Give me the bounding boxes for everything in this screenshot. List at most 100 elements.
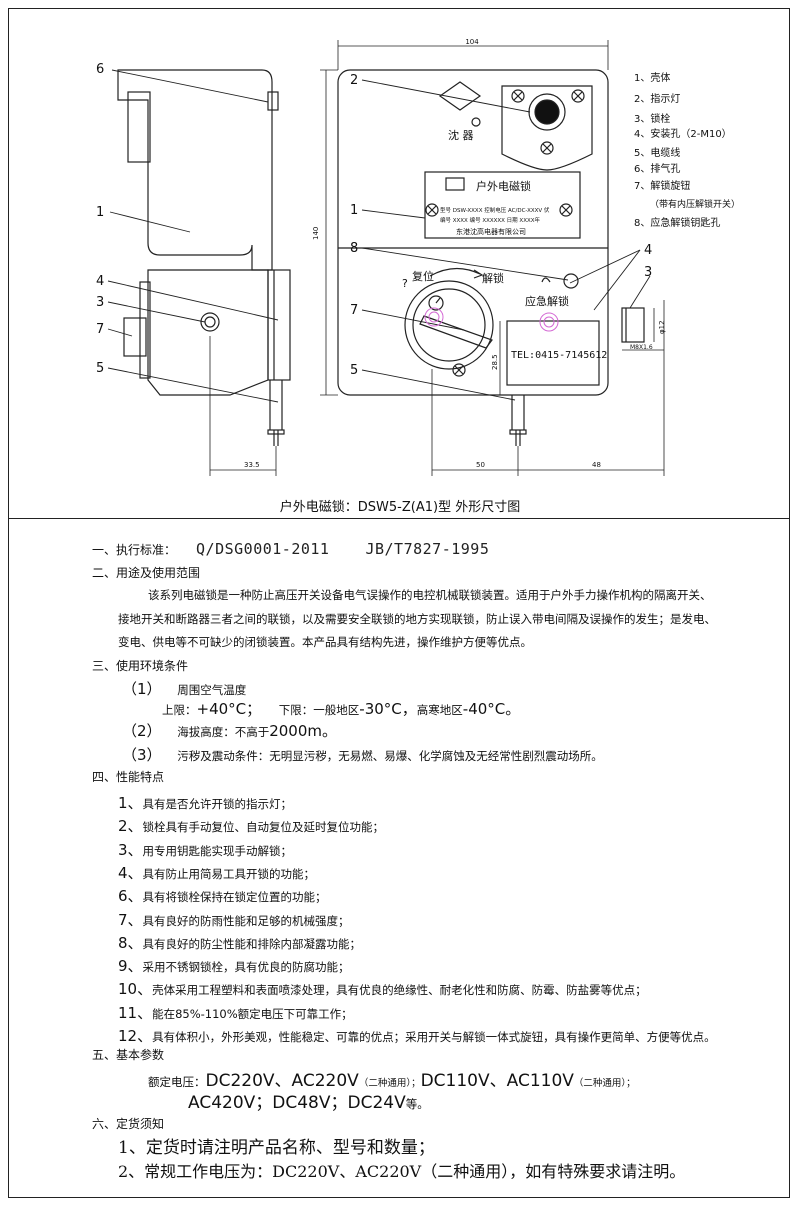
callout-5-side: 5 <box>96 361 104 376</box>
feature-text: 壳体采用工程塑料和表面喷漆处理，具有优良的绝缘性、耐老化性和防腐、防霉、防盐雾等… <box>152 983 647 998</box>
side-bolt-outer <box>200 312 220 332</box>
voltage-line-2: AC420V；DC48V；DC24V等。 <box>188 1088 429 1113</box>
emergency-label: 应急解锁 <box>525 294 569 308</box>
legend-item: 6、排气孔 <box>634 162 680 175</box>
side-rear-plate <box>127 91 151 163</box>
legend-item: （带有内压解锁开关） <box>650 198 740 210</box>
cold-region-label: 高寒地区 <box>416 703 463 717</box>
feature-item: 3、用专用钥匙能实现手动解锁； <box>118 839 292 860</box>
dimension-drawing: 104 140 33.5 50 48 28.5 φ12 M8X1.6 6 2 1… <box>96 38 740 476</box>
feature-number: 2、 <box>118 817 143 836</box>
callout-8: 8 <box>350 241 358 256</box>
section-6-label: 六、定货须知 <box>92 1117 165 1131</box>
feature-item: 4、具有防止用简易工具开锁的功能； <box>118 862 315 883</box>
dim-thread: M8X1.6 <box>630 344 653 351</box>
lower-limit-value: -30°C， <box>359 700 417 718</box>
voltage-set-2-note: （二种通用）； <box>573 1078 636 1089</box>
feature-text: 具有体积小，外形美观，性能稳定、可靠的优点；采用开关与解锁一体式旋钮，具有操作更… <box>152 1030 716 1044</box>
callout-7-front: 7 <box>350 303 358 318</box>
dial-arrow <box>429 267 481 277</box>
feature-item: 7、具有良好的防雨性能和足够的机械强度； <box>118 909 350 930</box>
voltage-set-1-note: （二种通用）； <box>358 1078 421 1089</box>
side-bolt-inner <box>204 316 216 328</box>
lamp-boss <box>501 85 593 171</box>
logo-registered <box>471 117 481 127</box>
side-lower-block <box>147 269 269 396</box>
callout-5-front: 5 <box>350 363 358 378</box>
front-body-outline <box>337 69 609 396</box>
feature-item: 10、壳体采用工程塑料和表面喷漆处理，具有优良的绝缘性、耐老化性和防腐、防霉、防… <box>118 978 647 999</box>
env-item-1-text: 周围空气温度 <box>177 683 247 697</box>
altitude-label: 海拔高度：不高于 <box>177 725 270 739</box>
emergency-keyhole <box>563 273 579 289</box>
legend-item: 7、解锁旋钮 <box>634 179 690 192</box>
nameplate-title: 户外电磁锁 <box>476 179 531 193</box>
feature-text: 具有良好的防尘性能和排除内部凝露功能； <box>142 936 362 951</box>
feature-item: 12、具有体积小，外形美观，性能稳定、可靠的优点；采用开关与解锁一体式旋钮，具有… <box>118 1025 716 1046</box>
feature-number: 7、 <box>118 910 143 929</box>
section-4-label: 四、性能特点 <box>92 770 165 784</box>
cold-region-value: -40°C。 <box>462 700 521 718</box>
env-temp-line: 上限：+40°C； 下限：一般地区-30°C，高寒地区-40°C。 <box>162 698 520 719</box>
dial-question: ? <box>402 277 408 290</box>
page-frame <box>8 8 790 1198</box>
dim-phi12: φ12 <box>658 320 666 334</box>
env-item-2: （2） 海拔高度：不高于2000m。 <box>122 720 337 741</box>
nameplate-company: 东港沈高电器有限公司 <box>456 227 526 236</box>
feature-item: 6、具有将锁栓保持在锁定位置的功能； <box>118 885 327 906</box>
legend-item: 1、壳体 <box>634 71 670 84</box>
feature-text: 用专用钥匙能实现手动解锁； <box>142 843 293 858</box>
section-5-label: 五、基本参数 <box>92 1048 165 1062</box>
lower-limit-label: 下限：一般地区 <box>278 703 360 717</box>
legend-item: 2、指示灯 <box>634 92 680 105</box>
feature-item: 1、具有是否允许开锁的指示灯； <box>118 792 292 813</box>
dim-top-width: 104 <box>465 38 479 46</box>
callout-1-front: 1 <box>350 203 358 218</box>
side-knob <box>123 317 147 357</box>
standard-2: JB/T7827-1995 <box>365 540 490 558</box>
dial-unlock-label: 解锁 <box>482 271 504 285</box>
dim-bottom-a: 50 <box>476 461 485 469</box>
bolt-detail <box>621 307 645 343</box>
nameplate-frame <box>424 171 581 239</box>
feature-number: 3、 <box>118 840 143 859</box>
feature-item: 9、采用不锈钢锁栓，具有优良的防腐功能； <box>118 955 350 976</box>
callout-2: 2 <box>350 73 358 88</box>
upper-limit-value: +40°C； <box>196 700 262 718</box>
nameplate-row2: 编号 XXXX 编号 XXXXXX 日期 XXXX年 <box>440 216 540 224</box>
dial-reset-label: 复位 <box>412 269 434 283</box>
tel-box <box>506 320 600 386</box>
callout-3-side: 3 <box>96 295 104 310</box>
dim-bottom-b: 48 <box>592 461 601 469</box>
feature-text: 具有将锁栓保持在锁定位置的功能； <box>142 890 327 905</box>
env-item-3-text: 污秽及震动条件：无明显污秽，无易燃、易爆、化学腐蚀及无经常性剧烈震动场所。 <box>177 749 603 763</box>
side-knob-base <box>139 281 151 379</box>
usage-line-1: 该系列电磁锁是一种防止高压开关设备电气误操作的电控机械联锁装置。适用于户外手力操… <box>148 588 712 602</box>
feature-text: 能在85%-110%额定电压下可靠工作； <box>152 1006 353 1021</box>
feature-text: 具有良好的防雨性能和足够的机械强度； <box>142 913 350 928</box>
feature-number: 9、 <box>118 957 143 976</box>
rated-voltage-label: 额定电压： <box>148 1075 206 1089</box>
feature-text: 具有防止用简易工具开锁的功能； <box>142 866 316 881</box>
side-cable <box>269 380 283 446</box>
feature-item: 2、锁栓具有手动复位、自动复位及延时复位功能； <box>118 815 384 836</box>
callout-4-front: 4 <box>644 243 652 258</box>
feature-text: 具有是否允许开锁的指示灯； <box>142 797 293 811</box>
screw-heads <box>425 89 585 377</box>
feature-number: 12、 <box>118 1027 153 1045</box>
feature-number: 1、 <box>118 794 143 812</box>
dial-small-circle <box>428 295 444 311</box>
feature-text: 锁栓具有手动复位、自动复位及延时复位功能； <box>142 820 385 835</box>
dim-height: 140 <box>312 227 320 240</box>
env-item-2-num: （2） <box>122 722 162 740</box>
feature-number: 11、 <box>118 1003 153 1022</box>
unlock-dial <box>404 280 494 370</box>
env-item-1: （1） 周围空气温度 <box>122 678 246 699</box>
legend-item: 5、电缆线 <box>634 146 680 159</box>
side-body-outline <box>117 69 273 271</box>
legend-item: 3、锁栓 <box>634 112 670 125</box>
voltage-set-3: AC420V；DC48V；DC24V <box>188 1093 406 1113</box>
dim-small-h: 28.5 <box>491 354 499 370</box>
side-vent <box>267 91 279 111</box>
